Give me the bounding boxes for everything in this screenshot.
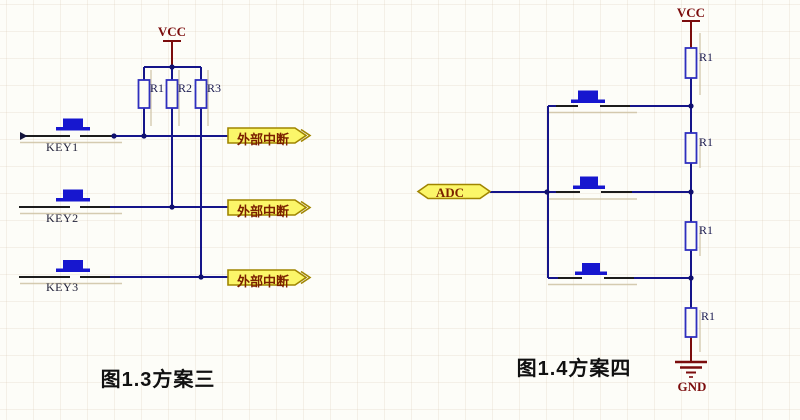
resistor-right-4 xyxy=(684,307,698,338)
key-buttons xyxy=(56,118,90,272)
resistor-r2 xyxy=(165,79,179,109)
key2-button xyxy=(56,189,90,202)
ghost-lines-left xyxy=(20,70,209,285)
external-interrupt-ports xyxy=(227,127,312,286)
ladder-button-2 xyxy=(573,176,605,189)
ladder-buttons xyxy=(571,90,607,275)
resistors-left xyxy=(137,79,208,109)
vcc-label-left: VCC xyxy=(157,24,187,39)
adc-label: ADC xyxy=(435,185,465,200)
external-interrupt-port-1 xyxy=(227,127,308,144)
adc-port xyxy=(416,183,492,200)
vcc-symbol-left xyxy=(163,40,181,67)
external-interrupt-label-1: 外部中断 xyxy=(236,131,289,147)
key1-button xyxy=(56,118,90,131)
gnd-label: GND xyxy=(677,379,707,394)
resistor-right-4-label: R1 xyxy=(701,309,716,323)
external-interrupt-label-2: 外部中断 xyxy=(236,203,289,219)
resistor-r1-label: R1 xyxy=(150,81,165,95)
gnd-symbol xyxy=(675,360,707,378)
switch-pins-right xyxy=(556,105,634,279)
vcc-symbol-right xyxy=(682,20,700,362)
port-chevron-3 xyxy=(300,270,312,285)
junction-dots-right xyxy=(544,103,694,281)
ladder-button-3 xyxy=(575,263,607,275)
figure-caption-left: 图1.3方案三 xyxy=(100,369,216,391)
switch-pins-left xyxy=(19,135,114,278)
external-interrupt-port-3 xyxy=(227,269,308,286)
right-circuit xyxy=(416,20,707,378)
key1-label: KEY1 xyxy=(46,140,79,154)
resistor-r3 xyxy=(194,79,208,109)
key3-button xyxy=(56,260,90,272)
resistor-right-3 xyxy=(684,221,698,251)
external-interrupt-label-3: 外部中断 xyxy=(236,273,289,289)
resistor-r3-label: R3 xyxy=(207,81,222,95)
resistor-right-2 xyxy=(684,132,698,164)
resistor-right-3-label: R1 xyxy=(699,223,714,237)
vcc-label-right: VCC xyxy=(676,5,706,20)
external-interrupt-port-2 xyxy=(227,199,308,216)
ladder-button-1 xyxy=(571,90,605,103)
resistors-right xyxy=(684,47,698,338)
junction-dots-left xyxy=(111,64,204,280)
left-circuit xyxy=(19,40,312,286)
figure-caption-right: 图1.4方案四 xyxy=(516,358,632,380)
resistor-right-1-label: R1 xyxy=(699,50,714,64)
ghost-lines-right xyxy=(548,33,701,352)
resistor-r2-label: R2 xyxy=(178,81,193,95)
resistor-right-2-label: R1 xyxy=(699,135,714,149)
key3-label: KEY3 xyxy=(46,280,79,294)
wire-entry-arrow xyxy=(20,132,28,140)
port-chevron-2 xyxy=(300,200,312,215)
resistor-right-1 xyxy=(684,47,698,79)
port-chevron-1 xyxy=(300,128,312,143)
resistor-r1 xyxy=(137,79,151,109)
key2-label: KEY2 xyxy=(46,211,79,225)
